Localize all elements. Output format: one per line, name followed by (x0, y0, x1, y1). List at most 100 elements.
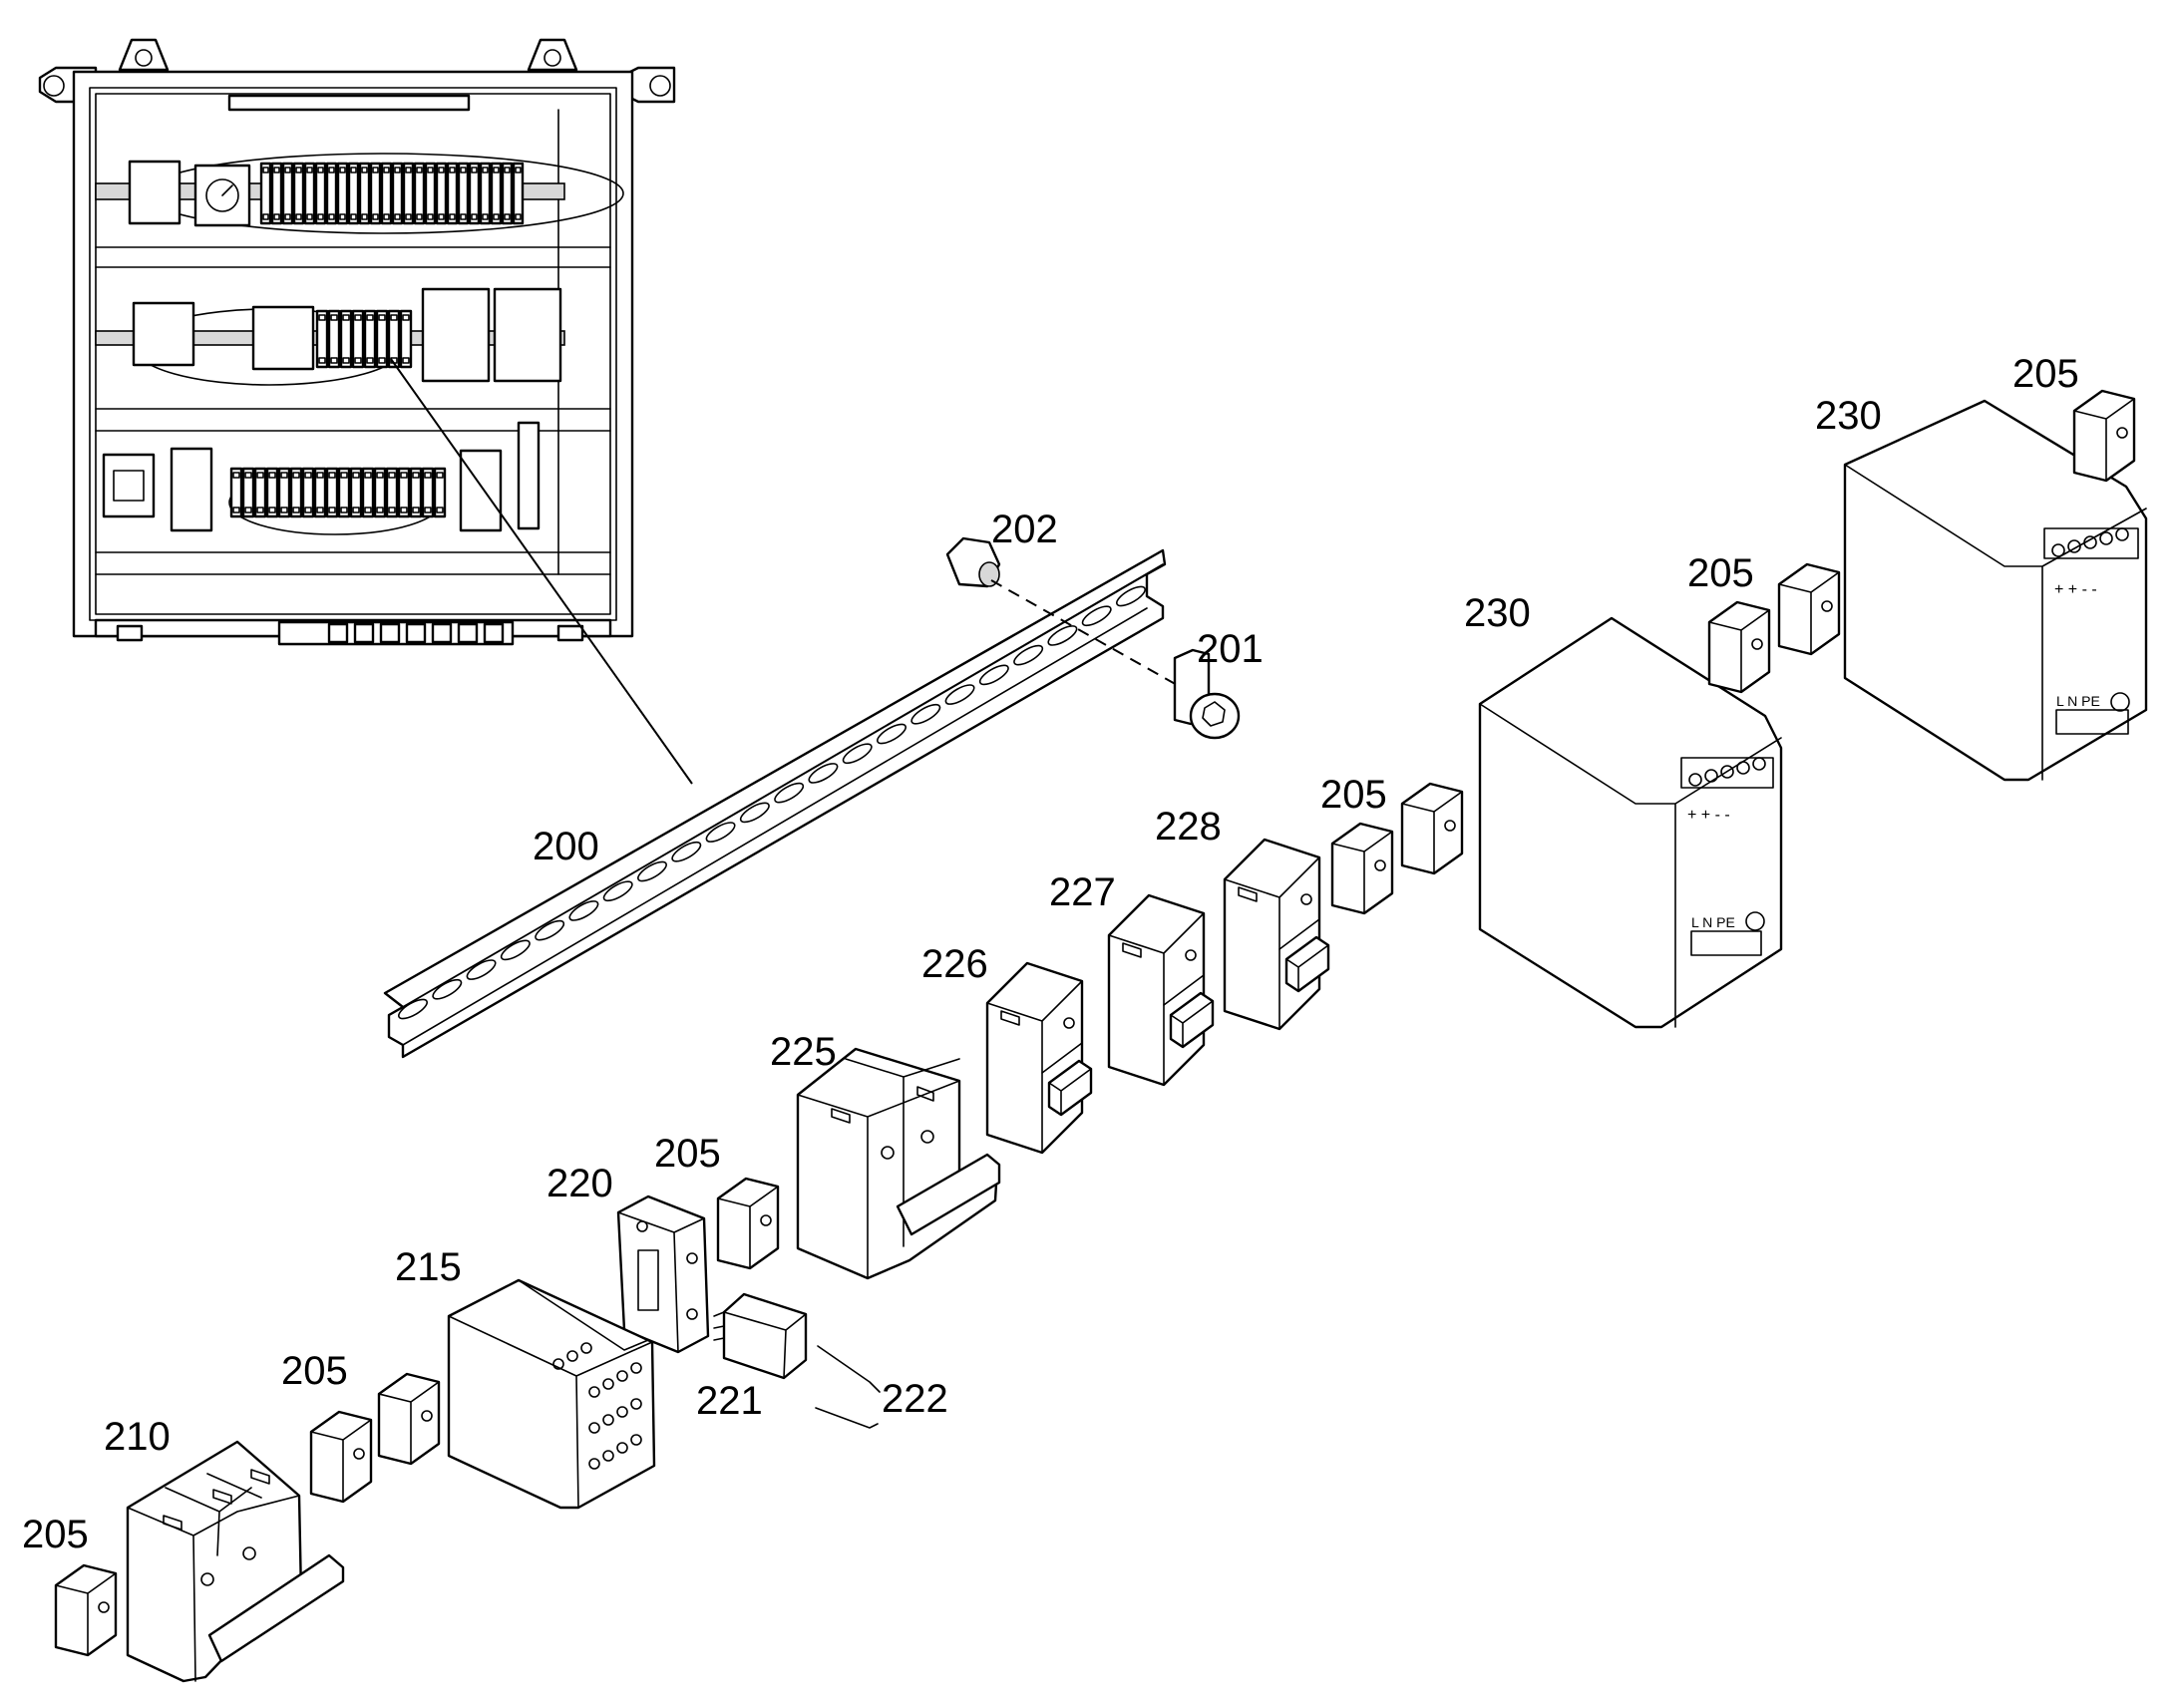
terminal-block (421, 467, 435, 518)
terminal-screw (504, 213, 511, 220)
callout-210: 210 (104, 1415, 171, 1459)
terminal-block (397, 467, 411, 518)
psu-terminal (2067, 539, 2081, 553)
terminal-block (327, 309, 341, 369)
cable-gland (457, 622, 479, 644)
terminal-block (375, 309, 389, 369)
terminal-block (387, 309, 401, 369)
callout-201: 201 (1197, 627, 1264, 671)
ac-terminal-label: L N PE (1691, 914, 1735, 930)
contactor-terminal (602, 1378, 614, 1390)
terminal-screw (304, 472, 312, 479)
terminal-screw (372, 213, 379, 220)
terminal-screw (306, 167, 313, 173)
end-cover (716, 1177, 780, 1270)
terminal-screw (328, 213, 335, 220)
rail-slot (535, 919, 565, 941)
end-cover (54, 1563, 118, 1657)
assembly-axis (990, 579, 1180, 687)
terminal-screw (350, 213, 357, 220)
terminal-screw (471, 213, 478, 220)
terminal-screw (504, 167, 511, 173)
terminal-block (433, 467, 447, 518)
terminal-screw (402, 314, 410, 321)
terminal-block (373, 467, 387, 518)
rail-slot (774, 782, 805, 804)
terminal-screw (352, 507, 360, 513)
rail-slot (1081, 605, 1112, 627)
terminal-screw (482, 213, 489, 220)
contactor-terminal (630, 1362, 642, 1374)
terminal-screw (350, 167, 357, 173)
terminal-block (339, 309, 353, 369)
cable-gland (353, 622, 375, 644)
terminal-screw (364, 472, 372, 479)
terminal-block (490, 162, 503, 225)
rail-slot (602, 880, 633, 902)
terminal-screw (256, 507, 264, 513)
ac-terminal-label-2: L N PE (2056, 693, 2100, 709)
terminal-screw (515, 213, 522, 220)
rail-slot (1013, 644, 1044, 666)
terminal-block (281, 162, 294, 225)
terminal-screw (436, 472, 444, 479)
power-supply-front: + + - - L N PE (1478, 616, 1783, 1029)
terminal-screw (268, 507, 276, 513)
terminal-block (409, 467, 423, 518)
terminal-screw (383, 167, 390, 173)
terminal-block (349, 467, 363, 518)
terminal-screw (284, 167, 291, 173)
contactor-terminal (602, 1450, 614, 1462)
terminal-screw (317, 167, 324, 173)
terminal-block (259, 162, 272, 225)
contactor-terminal (630, 1434, 642, 1446)
terminal-screw (388, 507, 396, 513)
rail-slot (705, 822, 736, 843)
terminal-block (413, 162, 426, 225)
terminal-block (402, 162, 415, 225)
cabinet-overview (38, 38, 676, 646)
contactor-terminal (588, 1422, 600, 1434)
terminal-screw (449, 167, 456, 173)
terminal-screw (273, 167, 280, 173)
terminal-block (325, 162, 338, 225)
terminal-screw (390, 314, 398, 321)
terminal-screw (394, 213, 401, 220)
terminal-block (303, 162, 316, 225)
terminal-screw (273, 213, 280, 220)
contactor-terminal (588, 1386, 600, 1398)
callout-202: 202 (991, 508, 1058, 551)
relay-socket (616, 1195, 710, 1354)
terminal-screw (292, 507, 300, 513)
psu-terminal (2083, 535, 2097, 549)
callout-205: 205 (22, 1513, 89, 1556)
terminal-screw (330, 357, 338, 364)
terminal-block (457, 162, 470, 225)
circuit-breaker-227 (1107, 893, 1215, 1087)
terminal-block (241, 467, 255, 518)
terminal-screw (304, 507, 312, 513)
retaining-clip-222 (815, 1345, 881, 1429)
terminal-screw (424, 507, 432, 513)
terminal-screw (376, 472, 384, 479)
contactor-terminal (580, 1342, 592, 1354)
terminal-screw (339, 213, 346, 220)
cable-gland (431, 622, 453, 644)
circuit-breaker-226 (985, 961, 1093, 1155)
rail-slot (500, 939, 531, 961)
terminal-block (336, 162, 349, 225)
leader-line (390, 358, 693, 785)
psu-terminal (1704, 769, 1718, 783)
contactor-terminal (630, 1398, 642, 1410)
terminal-screw (438, 167, 445, 173)
contactor-terminal (588, 1458, 600, 1470)
contactor-terminal (616, 1406, 628, 1418)
rail-slot (808, 763, 839, 784)
terminal-block (435, 162, 448, 225)
contactor-215 (447, 1278, 656, 1510)
rail-slot (466, 959, 497, 980)
rail-slot (739, 802, 770, 824)
rail-slot (910, 703, 941, 725)
circuit-breaker-228 (1223, 838, 1330, 1031)
